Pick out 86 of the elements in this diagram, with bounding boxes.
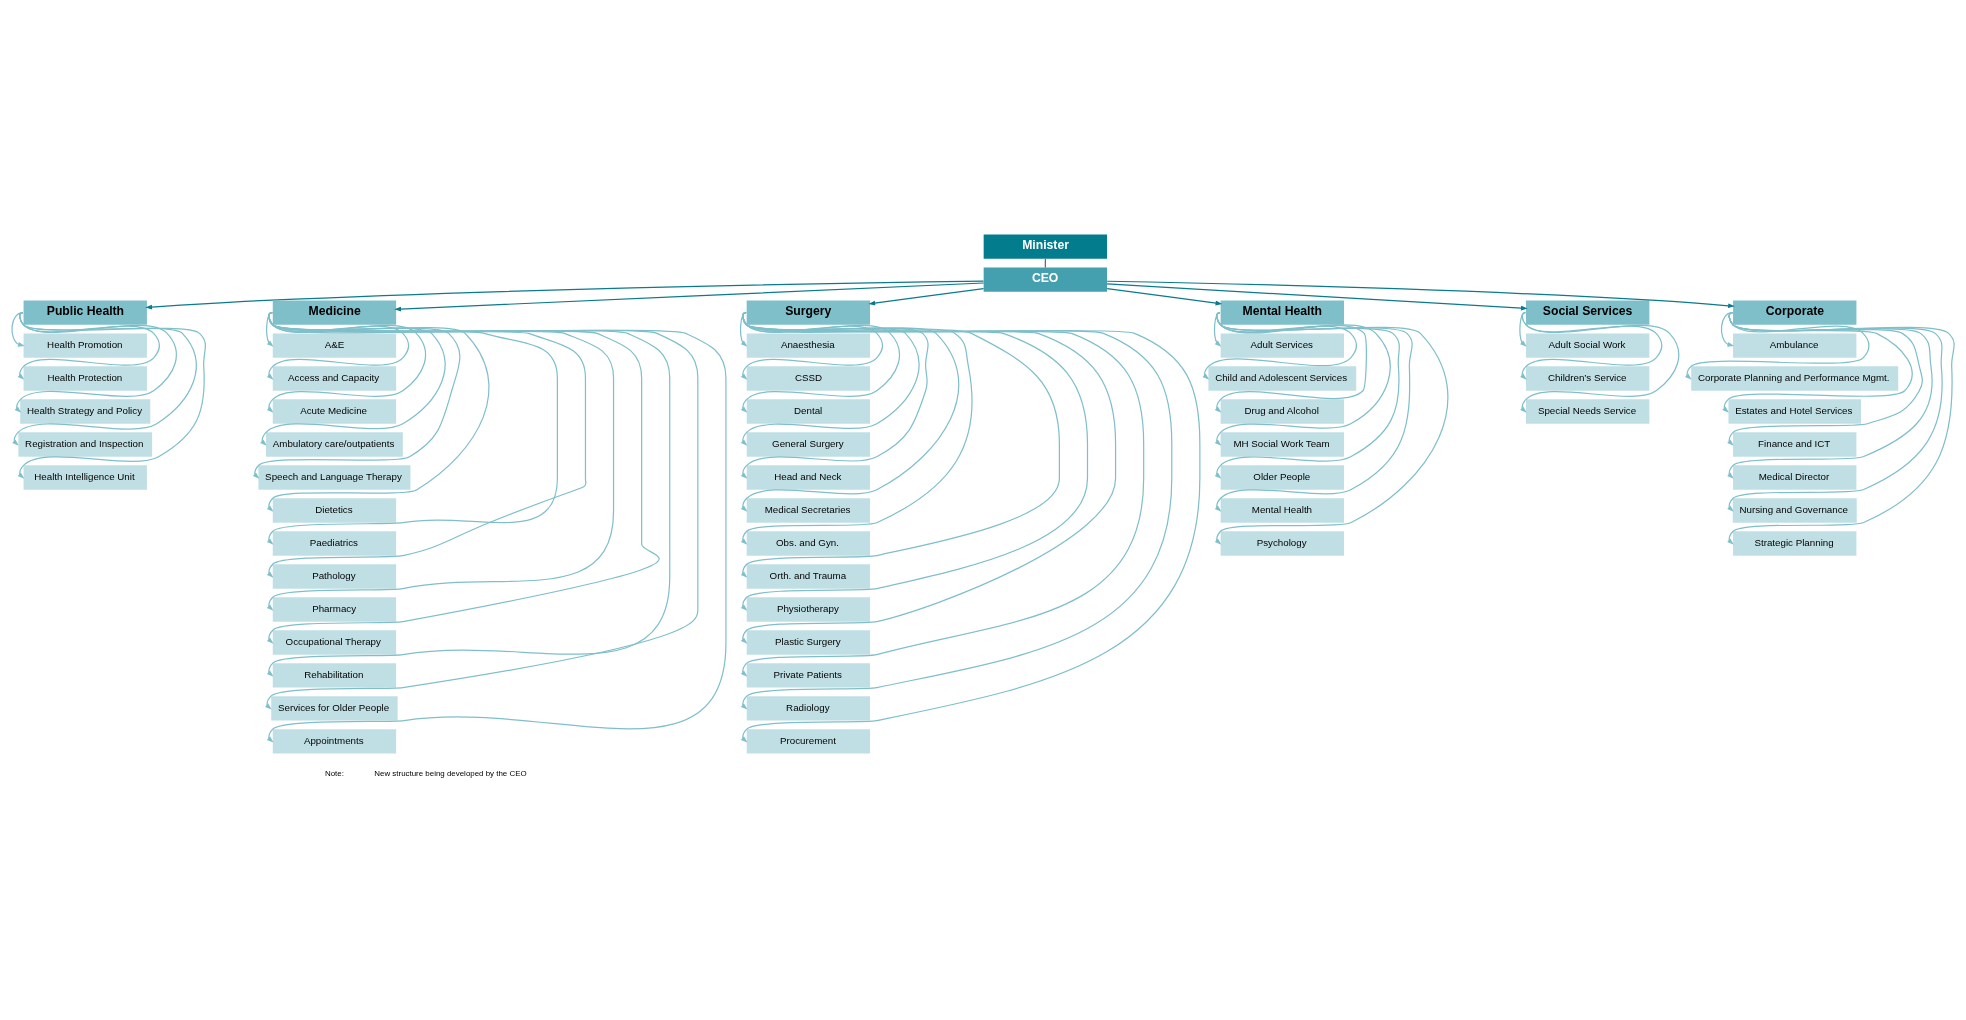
node-box: Head and Neck bbox=[746, 464, 871, 490]
node-box: Mental Health bbox=[1220, 497, 1344, 523]
arrow bbox=[1685, 311, 1870, 380]
arrow bbox=[740, 311, 960, 512]
node-box: Ambulatory care/outpatients bbox=[266, 431, 403, 457]
node-box: Registration and Inspection bbox=[18, 431, 153, 457]
node-box: A&E bbox=[272, 332, 397, 358]
node-box: Health Strategy and Policy bbox=[20, 398, 151, 424]
node-box: Psychology bbox=[1220, 530, 1344, 556]
node-box: Strategic Planning bbox=[1733, 530, 1857, 556]
node-box: Acute Medicine bbox=[272, 398, 397, 424]
node-box: Pathology bbox=[272, 563, 397, 589]
node-box: Radiology bbox=[746, 695, 871, 721]
arrow bbox=[1722, 311, 1913, 413]
node-box: Social Services bbox=[1526, 299, 1650, 325]
node-box: Nursing and Governance bbox=[1732, 497, 1857, 523]
node-box: Ambulance bbox=[1733, 332, 1857, 358]
arrow bbox=[1520, 311, 1663, 380]
arrow bbox=[740, 311, 973, 545]
node-box: CSSD bbox=[746, 365, 871, 391]
node-box: Dietetics bbox=[272, 497, 397, 523]
node-box: Plastic Surgery bbox=[746, 629, 871, 655]
node-box: Speech and Language Therapy bbox=[258, 464, 411, 490]
arrow bbox=[1214, 311, 1449, 545]
node-box: Surgery bbox=[746, 299, 871, 325]
node-box: Health Intelligence Unit bbox=[23, 464, 147, 490]
arrow bbox=[12, 311, 197, 446]
arrow bbox=[868, 287, 985, 305]
arrow bbox=[740, 311, 1117, 644]
node-box: Estates and Hotel Services bbox=[1728, 398, 1861, 424]
node-box: Drug and Alcohol bbox=[1220, 398, 1344, 424]
node-box: Older People bbox=[1220, 464, 1344, 490]
arrow bbox=[740, 311, 748, 347]
arrow bbox=[266, 311, 410, 380]
node-box: Medical Secretaries bbox=[746, 497, 871, 523]
node-box: Health Protection bbox=[23, 365, 147, 391]
arrow bbox=[740, 311, 920, 446]
node-box: Occupational Therapy bbox=[272, 629, 397, 655]
arrow bbox=[1519, 311, 1527, 347]
node-box: General Surgery bbox=[746, 431, 871, 457]
node-box: Corporate Planning and Performance Mgmt. bbox=[1691, 365, 1899, 391]
node-box: Adult Services bbox=[1220, 332, 1344, 358]
node-box: Services for Older People bbox=[271, 695, 398, 721]
node-box: Health Promotion bbox=[23, 332, 147, 358]
arrow bbox=[266, 311, 427, 413]
node-box: Pharmacy bbox=[272, 596, 397, 622]
node-box: Special Needs Service bbox=[1526, 398, 1650, 424]
node-box: Corporate bbox=[1733, 299, 1857, 325]
node-box: MH Social Work Team bbox=[1220, 431, 1344, 457]
node-box: Public Health bbox=[23, 299, 147, 325]
node-box: Finance and ICT bbox=[1733, 431, 1857, 457]
node-box: Mental Health bbox=[1220, 299, 1344, 325]
node-box: Medicine bbox=[272, 299, 397, 325]
node-box: Obs. and Gyn. bbox=[746, 530, 871, 556]
node-box: CEO bbox=[983, 266, 1108, 292]
node-box: Medical Director bbox=[1733, 464, 1857, 490]
arrow bbox=[260, 311, 446, 446]
node-box: Orth. and Trauma bbox=[746, 563, 871, 589]
arrow bbox=[1106, 287, 1223, 305]
arrow bbox=[1520, 311, 1680, 413]
arrow bbox=[740, 311, 1060, 578]
arrow bbox=[252, 311, 461, 479]
node-box: Child and Adolescent Services bbox=[1208, 365, 1357, 391]
node-box: Physiotherapy bbox=[746, 596, 871, 622]
node-box: Minister bbox=[983, 233, 1108, 259]
node-box: Dental bbox=[746, 398, 871, 424]
node-box: Private Patients bbox=[746, 662, 871, 688]
arrow bbox=[11, 311, 25, 347]
arrow bbox=[1106, 282, 1528, 310]
arrow bbox=[740, 311, 929, 479]
node-box: Appointments bbox=[272, 728, 397, 754]
arrow bbox=[394, 281, 985, 311]
node-box: Rehabilitation bbox=[272, 662, 397, 688]
arrow bbox=[1106, 280, 1735, 308]
arrow bbox=[740, 311, 1089, 611]
arrow bbox=[266, 311, 274, 347]
node-box: Children’s Service bbox=[1526, 365, 1650, 391]
arrow bbox=[1720, 311, 1735, 347]
node-box: Access and Capacity bbox=[272, 365, 397, 391]
arrow bbox=[740, 311, 901, 413]
node-box: Procurement bbox=[746, 728, 871, 754]
arrow bbox=[145, 279, 985, 309]
arrow bbox=[740, 311, 883, 380]
node-box: Anaesthesia bbox=[746, 332, 871, 358]
node-box: Paediatrics bbox=[272, 530, 397, 556]
node-box: Adult Social Work bbox=[1526, 332, 1650, 358]
